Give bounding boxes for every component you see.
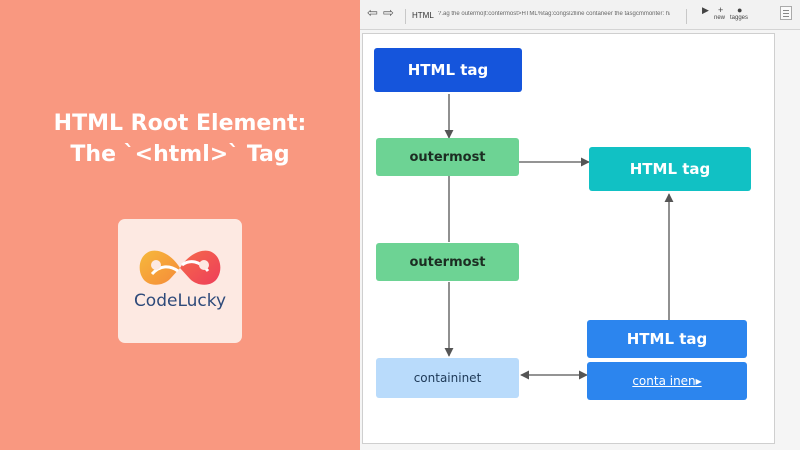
new-tab-label: new — [714, 15, 726, 21]
node-html-tag-right[interactable]: HTML tag — [589, 147, 751, 191]
menu-button[interactable] — [780, 6, 792, 20]
tags-icon[interactable]: ● — [737, 5, 743, 15]
address-text: ?.ag the outermo|t:contermost>HTML%tag:c… — [438, 11, 670, 17]
node-container-right[interactable]: conta inen▸ — [587, 362, 747, 400]
node-outermost-1[interactable]: outermost — [376, 138, 519, 176]
play-icon[interactable]: ▶ — [702, 5, 709, 15]
arrow-left-icon: ⇦ — [367, 5, 378, 20]
address-tab-label: HTML — [412, 11, 434, 20]
logo-card: CodeLucky — [118, 219, 242, 343]
node-html-tag-bottom-right[interactable]: HTML tag — [587, 320, 747, 358]
forward-button[interactable]: ⇨ — [383, 6, 394, 20]
codelucky-infinity-icon — [139, 250, 221, 285]
node-html-tag-top[interactable]: HTML tag — [374, 48, 522, 92]
node-outermost-2[interactable]: outermost — [376, 243, 519, 281]
diagram-arrows — [444, 94, 674, 380]
browser-toolbar: ⇦ ⇨ HTML ?.ag the outermo|t:contermost>H… — [360, 0, 800, 30]
title-line-2: The `<html>` Tag — [70, 142, 290, 167]
browser-window: ⇦ ⇨ HTML ?.ag the outermo|t:contermost>H… — [360, 0, 800, 450]
logo-text: CodeLucky — [133, 291, 227, 311]
back-button[interactable]: ⇦ — [367, 6, 378, 20]
tags-label: tagges — [730, 15, 749, 21]
page-title: HTML Root Element: The `<html>` Tag — [20, 108, 340, 170]
node-container-left[interactable]: containinet — [376, 358, 519, 398]
page-viewport: HTML tag outermost HTML tag outermost co… — [362, 33, 775, 444]
title-line-1: HTML Root Element: — [53, 111, 307, 136]
hero-panel: HTML Root Element: The `<html>` Tag Code — [0, 0, 360, 450]
address-bar[interactable]: HTML ?.ag the outermo|t:contermost>HTML%… — [405, 9, 687, 24]
plus-icon[interactable]: + — [718, 5, 724, 15]
arrow-right-icon: ⇨ — [383, 5, 394, 20]
